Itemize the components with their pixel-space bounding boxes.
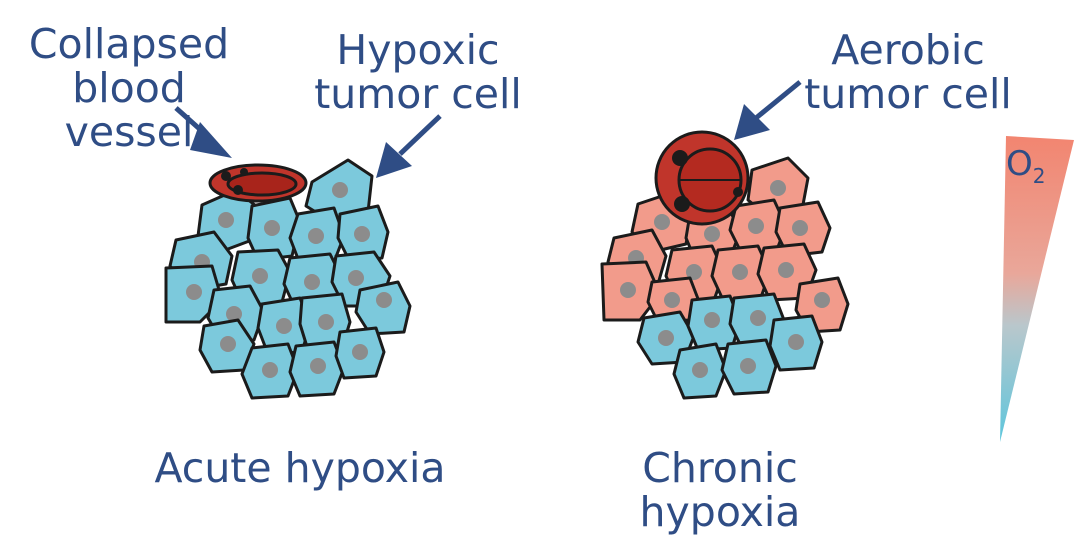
aerobic-cell (774, 200, 832, 258)
hypoxic-cell (336, 204, 390, 264)
aerobic-cell-label: Aerobic tumor cell (804, 26, 1012, 118)
open-blood-vessel (654, 130, 750, 226)
acute-hypoxia-caption: Acute hypoxia (154, 444, 446, 492)
hypoxic-cell (354, 280, 412, 336)
chronic-hypoxia-cluster (600, 130, 850, 400)
oxygen-label: O2 (1006, 146, 1046, 194)
oxygen-subscript: 2 (1032, 163, 1046, 188)
collapsed-vessel-label: Collapsed blood vessel (28, 20, 230, 156)
oxygen-gradient-wedge (1000, 136, 1074, 442)
diagram-canvas (164, 80, 1074, 442)
hypoxic-cell-label: Hypoxic tumor cell (314, 26, 522, 118)
chronic-hypoxia-caption: Chronic hypoxia (639, 444, 801, 536)
hypoxic-cell (240, 342, 300, 400)
arrow-to-hypoxic-cell (376, 114, 442, 178)
arrow-to-aerobic-cell (734, 80, 802, 140)
hypoxic-cell (334, 326, 386, 380)
hypoxic-cell (198, 318, 256, 374)
arrow-to-collapsed-vessel (174, 106, 232, 158)
hypoxic-cell (720, 338, 778, 396)
acute-hypoxia-cluster (164, 158, 412, 400)
hypoxic-cell (206, 284, 266, 344)
oxygen-symbol: O (1006, 144, 1033, 184)
hypoxic-cell (672, 342, 728, 400)
hypoxic-cell (288, 340, 346, 398)
collapsed-blood-vessel (208, 163, 308, 203)
hypoxic-cell (768, 314, 824, 372)
